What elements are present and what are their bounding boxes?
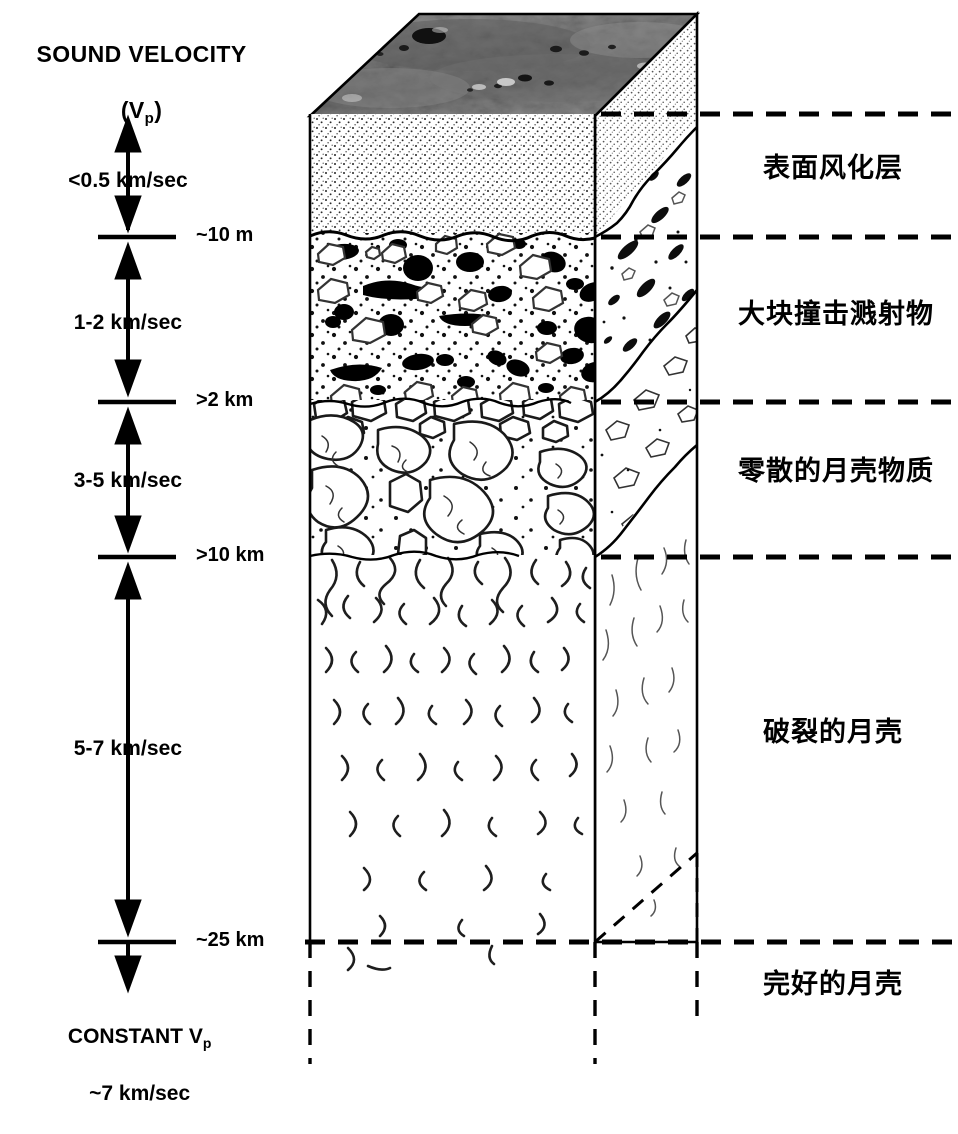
side-boundary-regolith [594,126,698,239]
boundary-scattered-fractured [309,550,520,561]
vp-subscript: p [144,110,155,128]
layer-label-scattered-crust: 零散的月壳物质 [738,456,934,487]
depth-label-2km: >2 km [196,389,254,411]
constant-vp-subscript: p [202,1035,212,1052]
velocity-label-3: 5-7 km/sec [73,737,183,760]
block-front-face [308,114,699,1080]
diagram-artwork [98,10,958,1080]
constant-vp-value: ~7 km/sec [89,1081,191,1105]
arrow-down-4 [114,899,142,938]
arrow-up-2 [114,241,142,280]
side-boundary-scattered [594,444,698,559]
arrow-down-1 [114,195,142,234]
block-side-face [593,10,699,944]
arrow-down-constant [114,955,142,994]
axis-title-line2: (Vp) [120,97,163,128]
axis-title: SOUND VELOCITY (Vp) [0,12,256,156]
layer-boundaries [309,230,596,561]
side-boundary-ejecta [594,289,699,404]
layer-label-fractured-crust: 破裂的月壳 [763,717,903,748]
depth-label-10km: >10 km [196,544,265,566]
front-layer-intact-crust [310,940,595,1080]
constant-vp-label: CONSTANT Vp ~7 km/sec [67,1025,212,1105]
layer-label-block-ejecta: 大块撞击溅射物 [738,299,934,330]
velocity-label-2: 3-5 km/sec [73,469,183,492]
front-layer-regolith [310,114,595,239]
arrow-up-4 [114,561,142,600]
velocity-label-0: <0.5 km/sec [68,169,188,192]
front-layer-block-ejecta [310,233,595,405]
layer-label-regolith: 表面风化层 [763,153,903,184]
arrow-down-2 [114,359,142,398]
arrow-up-1 [114,114,142,153]
depth-label-25km: ~25 km [196,929,265,951]
velocity-axis [98,114,176,994]
velocity-label-1: 1-2 km/sec [73,311,183,334]
front-layer-scattered-crust [310,400,595,560]
depth-label-10m: ~10 m [196,224,254,246]
boundary-ejecta-scattered [309,397,572,408]
boundary-regolith-ejecta [309,230,596,243]
arrow-down-3 [114,515,142,554]
diagram-canvas: SOUND VELOCITY (Vp) <0.5 km/sec 1-2 km/s… [0,10,958,1105]
layer-label-intact-crust: 完好的月壳 [763,969,903,1000]
boundary-leader-lines [305,111,958,945]
arrow-up-3 [114,406,142,445]
side-boundaries [594,126,699,559]
axis-title-line1: SOUND VELOCITY [36,41,247,68]
front-layer-fractured-crust [310,555,595,945]
